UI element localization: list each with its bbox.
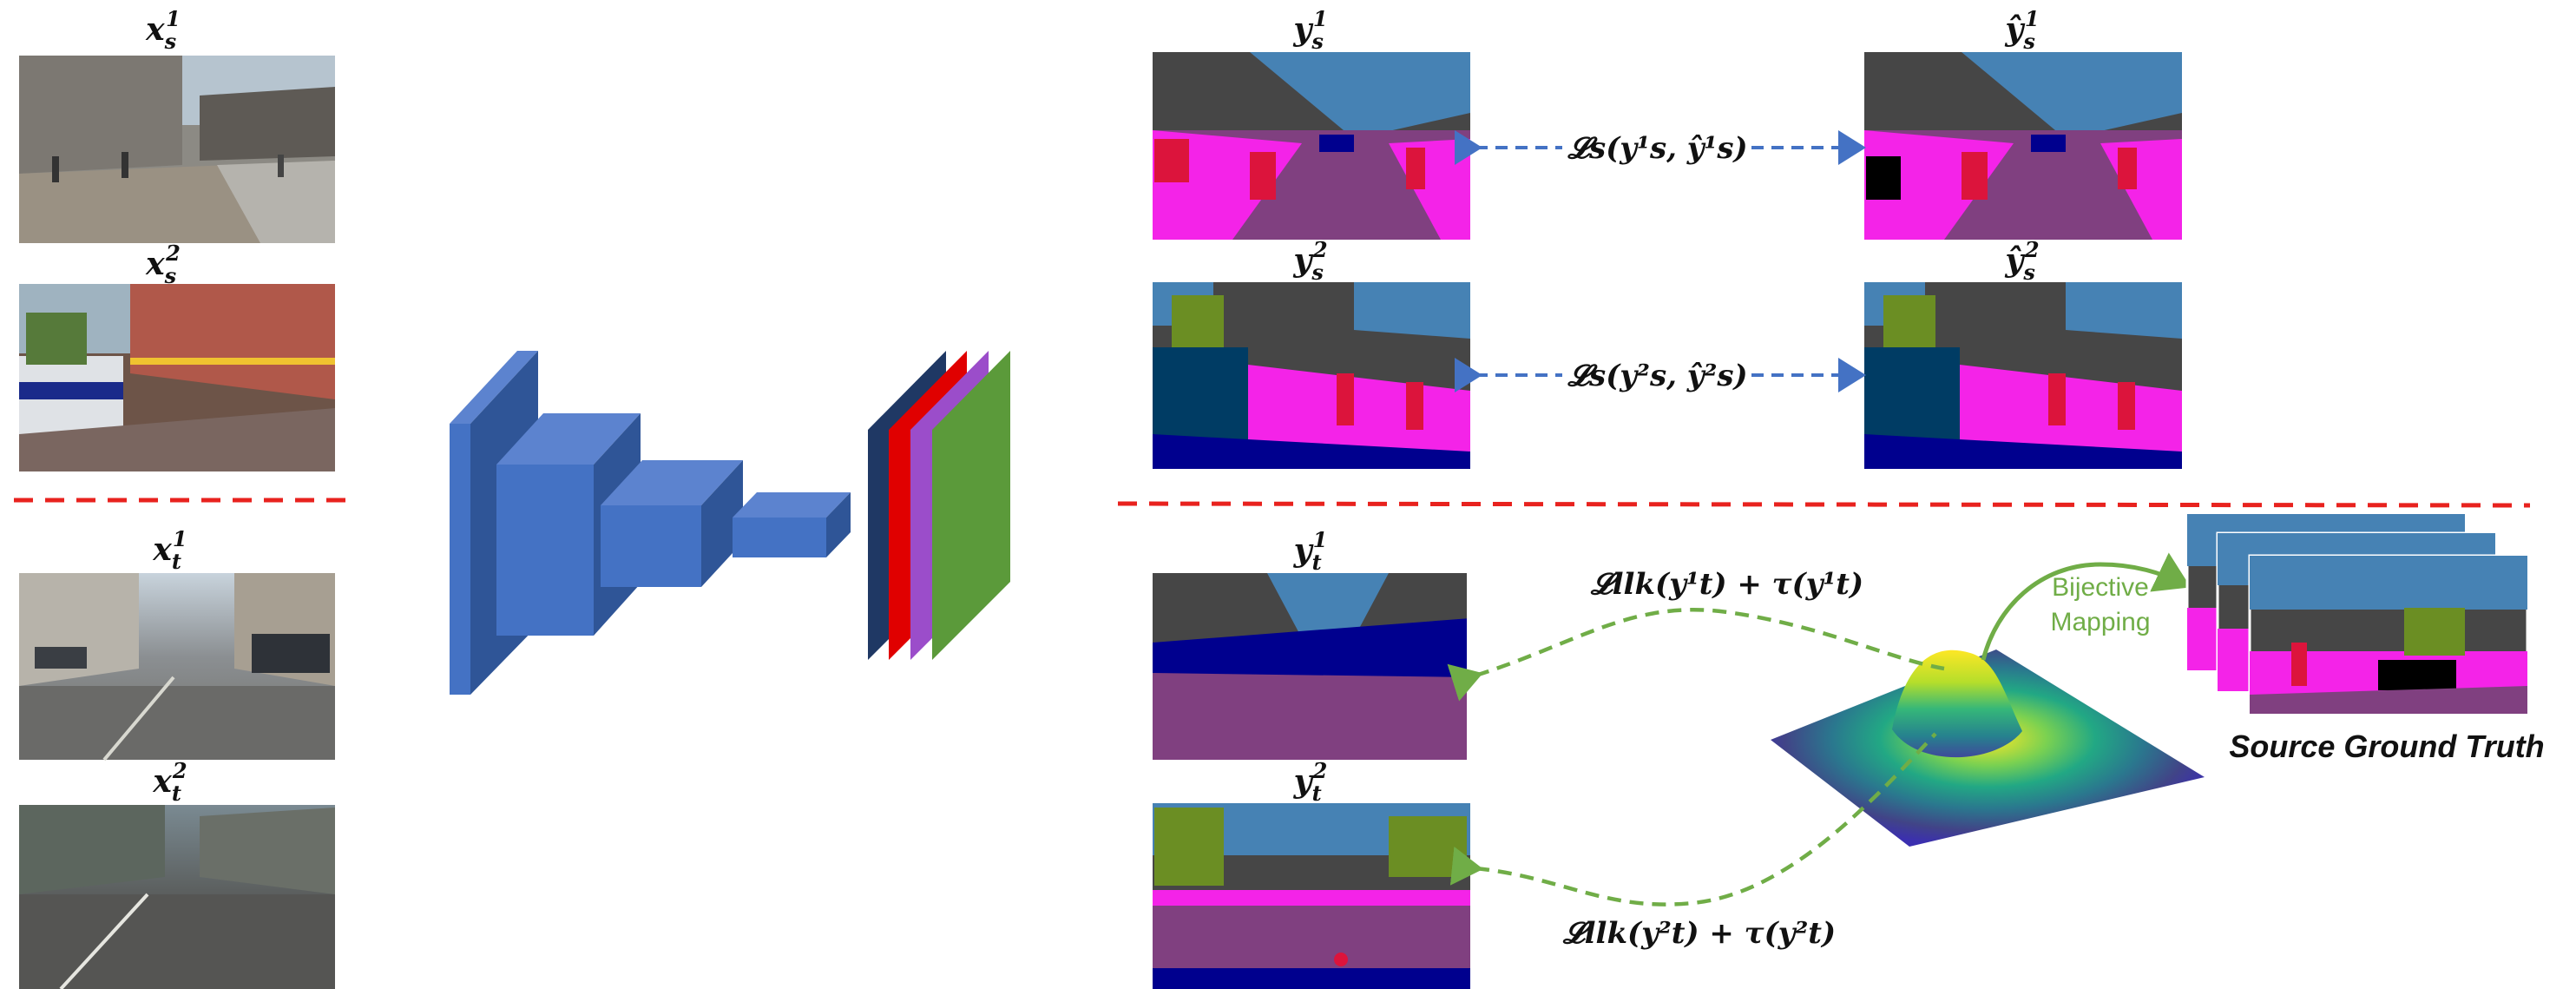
bijective-label-line2: Mapping [2050, 608, 2150, 636]
photo-xt2 [19, 805, 335, 989]
source-ground-truth-label: Source Ground Truth [2229, 729, 2544, 764]
photo-xs1 [19, 56, 335, 243]
photo-xs2 [19, 284, 335, 471]
seg-map-ys2 [1153, 282, 1470, 469]
bijective-label-line1: Bijective [2052, 573, 2149, 602]
seg-map-yt1 [1153, 573, 1470, 760]
input-photos [19, 56, 335, 989]
label-ys2: ys2 [1292, 237, 1327, 285]
target-loss-arrows [1447, 552, 2192, 907]
gt-card-front [2248, 554, 2529, 715]
segmentation-network [450, 351, 851, 695]
label-yt2: yt2 [1293, 758, 1328, 806]
source-loss-arrows [1455, 130, 1866, 392]
gaussian-density-surface [1771, 649, 2205, 847]
input-labels: xs1 xs2 xt1 xt2 [145, 6, 187, 806]
photo-xt1 [19, 573, 335, 762]
loss-source-1: 𝓛s(y¹s, ŷ¹s) [1567, 131, 1747, 166]
label-xs2: xs2 [145, 241, 181, 288]
seg-map-yhs2 [1864, 282, 2182, 469]
output-planes [868, 351, 1010, 660]
seg-map-yt2 [1153, 803, 1470, 989]
source-ground-truth-stack [2185, 512, 2529, 715]
label-yhs1: ŷs1 [2004, 6, 2039, 54]
label-ys1: ys1 [1292, 6, 1327, 54]
loss-source-2: 𝓛s(y²s, ŷ²s) [1567, 359, 1747, 393]
label-yt1: yt1 [1293, 527, 1328, 575]
label-xt2: xt2 [152, 758, 187, 806]
label-xs1: xs1 [145, 6, 181, 54]
seg-map-yhs1 [1864, 52, 2182, 240]
loss-target-2: 𝓛llk(y²t) + τ(y²t) [1562, 916, 1836, 951]
loss-target-1: 𝓛llk(y¹t) + τ(y¹t) [1590, 567, 1863, 602]
label-yhs2: ŷs2 [2004, 237, 2039, 285]
seg-map-ys1 [1153, 52, 1470, 240]
divider-right [1117, 501, 2531, 508]
label-xt1: xt1 [152, 526, 187, 574]
seg-labels: ys1 ŷs1 ys2 ŷs2 yt1 yt2 [1292, 6, 2039, 806]
